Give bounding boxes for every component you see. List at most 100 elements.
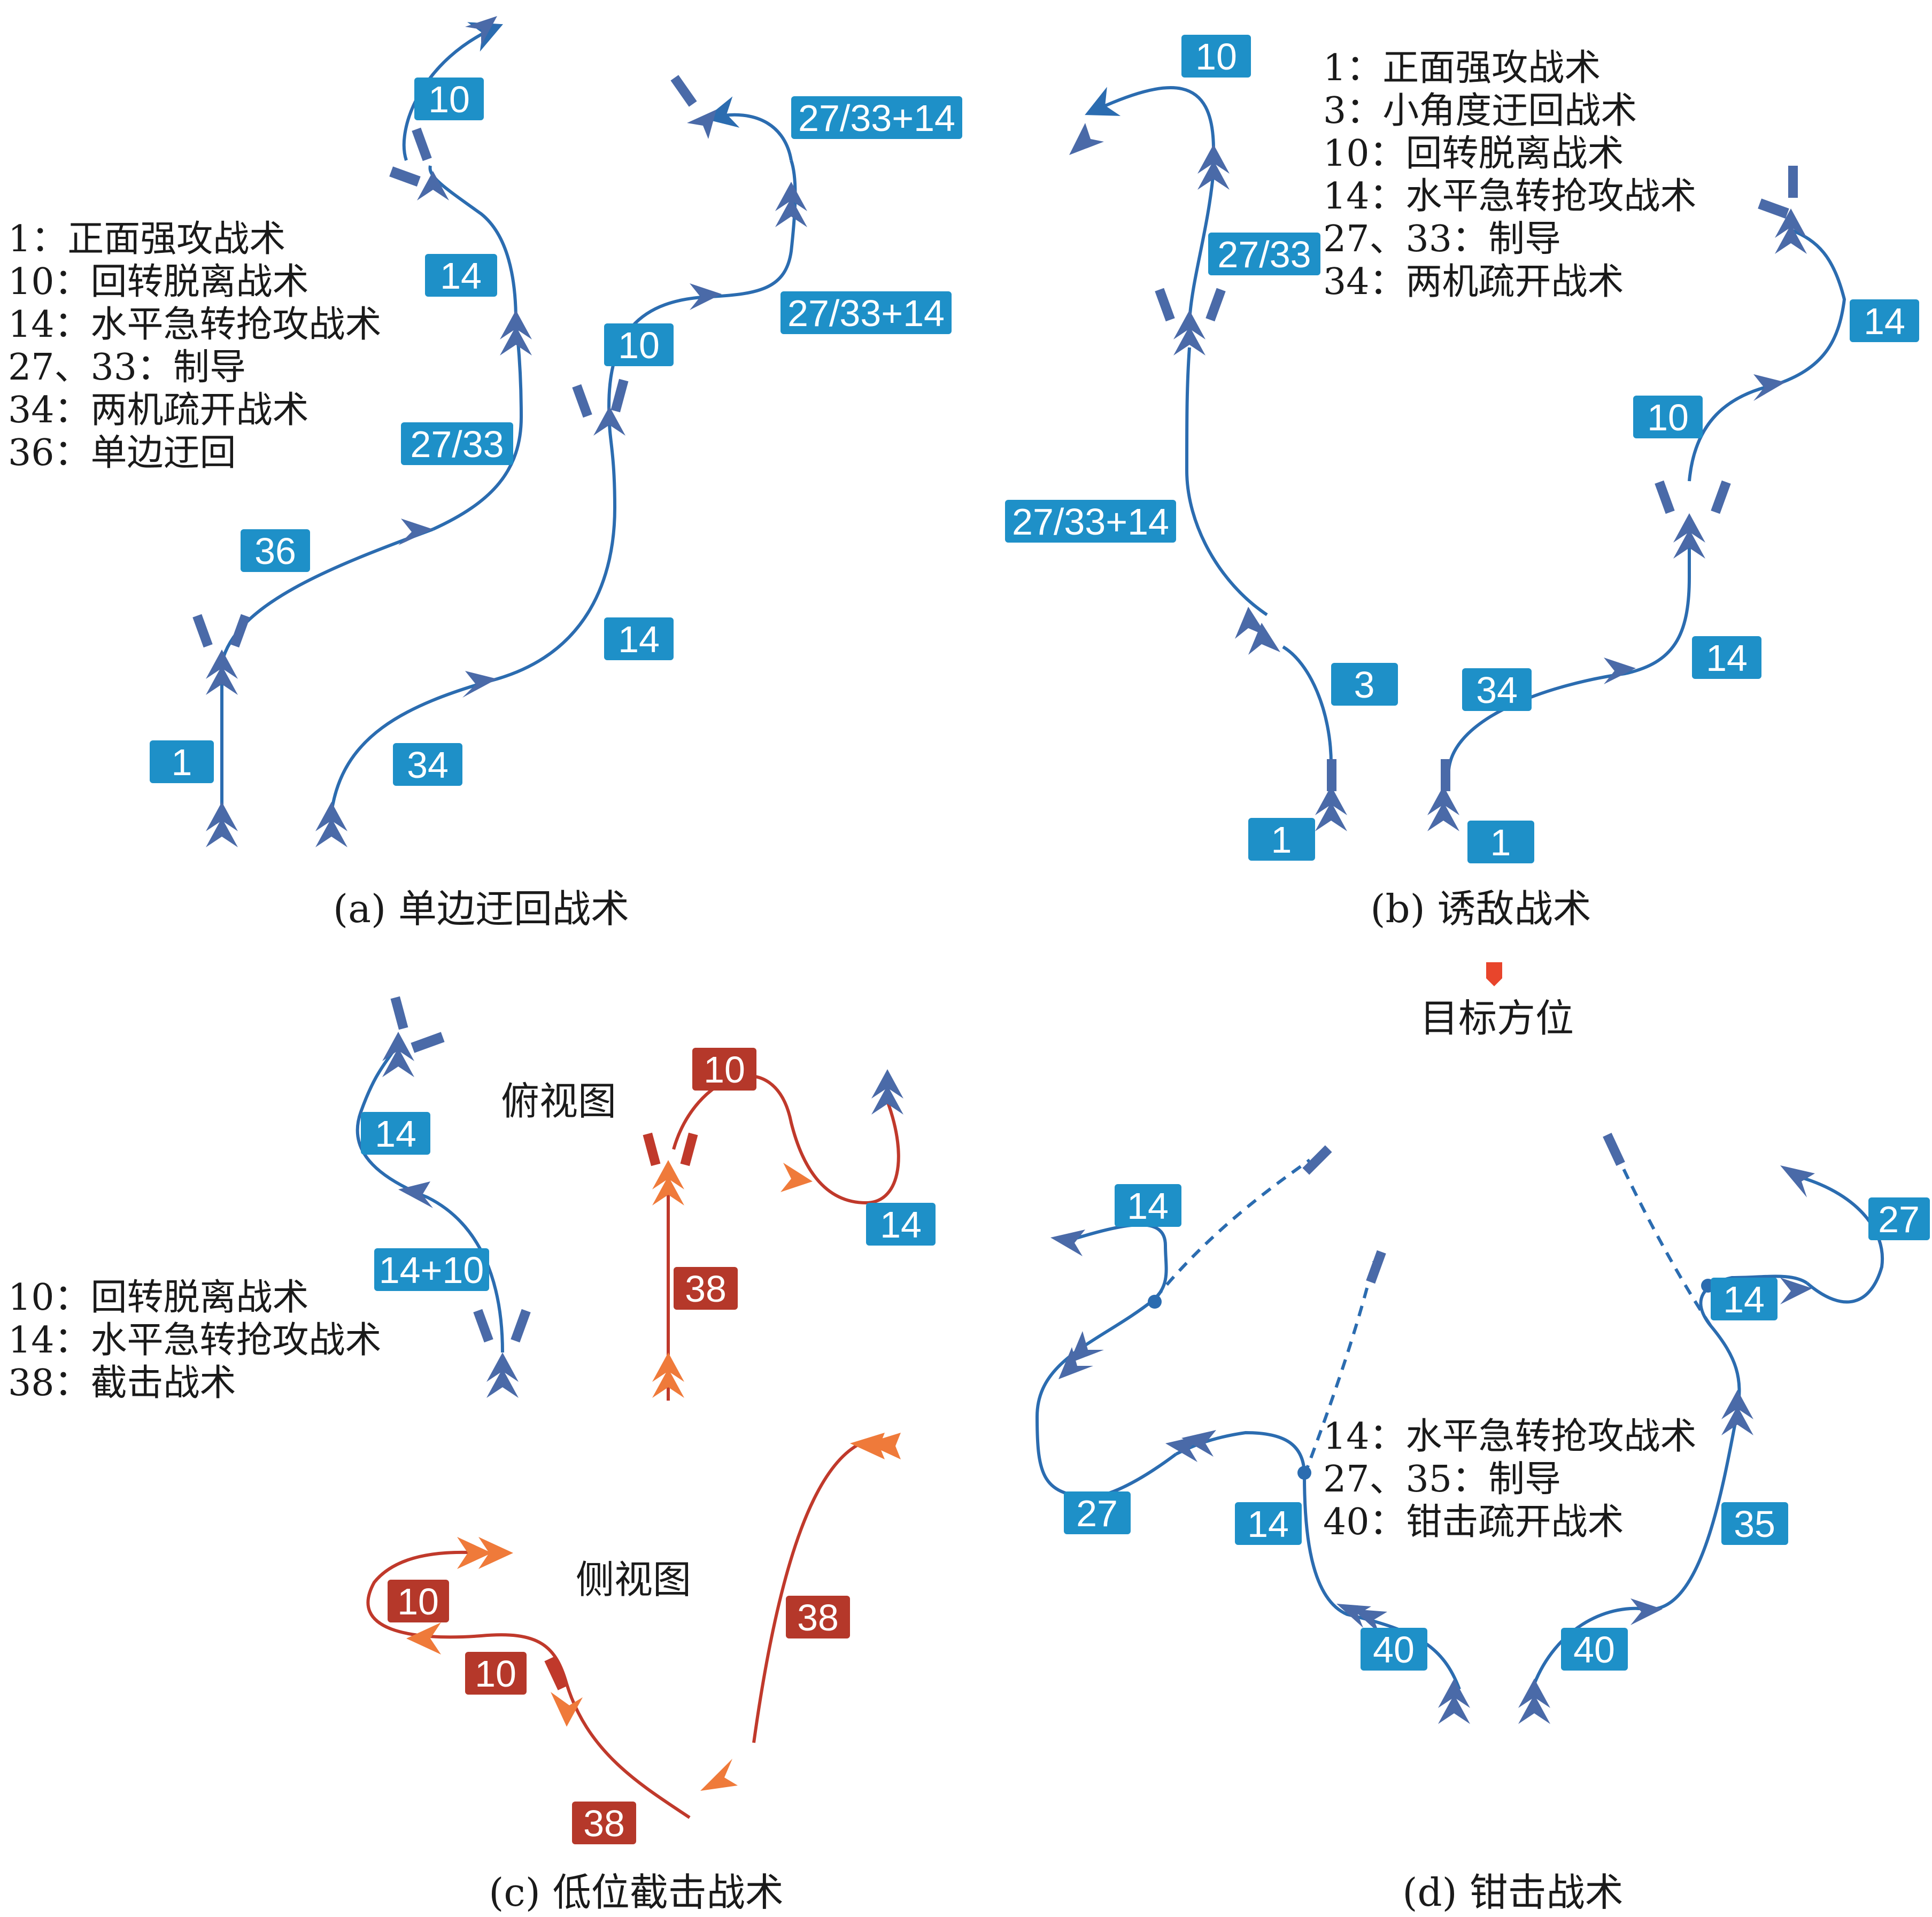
aircraft-arrow-icon: [1775, 208, 1807, 254]
badge: 27/33+14: [780, 291, 952, 334]
panel-c-legend: 10：回转脱离战术 14：水平急转抢攻战术 38：截击战术: [8, 1277, 382, 1404]
badge: 10: [1633, 396, 1703, 438]
aircraft-arrow-icon: [551, 1692, 583, 1727]
svg-text:38: 38: [797, 1597, 839, 1638]
panel-a-legend: 1：正面强攻战术 10：回转脱离战术 14：水平急转抢攻战术 27、33：制导 …: [8, 218, 382, 474]
badge: 14: [1692, 636, 1761, 679]
path-d-left-27-14: [1035, 1223, 1177, 1499]
badge: 38: [674, 1267, 738, 1310]
path-d-right-40-35-14: [1533, 1274, 1808, 1685]
panel-b: 10 27/33 27/33+14 3 1 1 34 14 10 14 1：正面…: [1005, 35, 1919, 931]
aircraft-arrow-icon: [1155, 288, 1175, 322]
path-b-10: [1085, 86, 1215, 150]
badge: 27: [1868, 1197, 1930, 1240]
aircraft-arrow-icon: [1758, 198, 1789, 219]
panel-c: 俯视图 侧视图: [8, 996, 936, 1915]
svg-text:10: 10: [1647, 397, 1689, 438]
path-b-27-33: [1188, 171, 1215, 321]
svg-text:36: 36: [254, 530, 296, 572]
svg-text:38: 38: [583, 1803, 625, 1844]
aircraft-arrow-icon: [1673, 513, 1705, 559]
svg-text:14: 14: [880, 1204, 922, 1246]
badge: 34: [393, 743, 462, 786]
svg-text:27: 27: [1076, 1493, 1118, 1534]
path-c-blue-top: [356, 1047, 504, 1353]
target-marker-icon: [1486, 962, 1502, 986]
aircraft-arrow-icon: [1058, 1331, 1104, 1379]
svg-text:10: 10: [618, 324, 660, 366]
aircraft-arrow-icon: [1711, 480, 1731, 514]
svg-text:40: 40: [1573, 1629, 1615, 1671]
legend-item: 14：水平急转抢攻战术: [8, 1319, 382, 1362]
path-a-27-33: [432, 320, 523, 531]
aircraft-arrow-icon: [1438, 1679, 1470, 1724]
aircraft-arrow-icon: [206, 802, 238, 847]
badge: 36: [241, 529, 310, 572]
panel-a-badges: 10 27/33+14 14 27/33+14 10 27/33 36 14 1…: [150, 78, 962, 786]
panel-b-legend: 1：正面强攻战术 3：小角度迂回战术 10：回转脱离战术 14：水平急转抢攻战术…: [1323, 47, 1697, 303]
panel-b-badges: 10 27/33 27/33+14 3 1 1 34 14 10 14: [1005, 35, 1919, 863]
aircraft-arrow-icon: [670, 75, 697, 107]
badge: 14: [1115, 1184, 1181, 1227]
legend-item: 34：两机疏开战术: [1323, 261, 1624, 303]
path-a-27-33-14-top: [705, 96, 793, 161]
top-view-label: 俯视图: [501, 1079, 616, 1124]
panel-d-aircraft: [1050, 1133, 1815, 1724]
aircraft-arrow-icon: [1173, 310, 1205, 355]
legend-item: 14：水平急转抢攻战术: [8, 304, 382, 346]
aircraft-arrow-icon: [1780, 1165, 1815, 1197]
path-a-34-14: [330, 422, 617, 813]
aircraft-arrow-icon: [1753, 374, 1786, 401]
badge: 10: [604, 323, 674, 366]
aircraft-arrow-icon: [680, 1132, 698, 1166]
badge: 27/33: [1208, 233, 1320, 275]
aircraft-arrow-icon: [389, 166, 421, 187]
badge: 40: [1561, 1628, 1628, 1671]
aircraft-arrow-icon: [382, 1032, 414, 1077]
legend-item: 27、33：制导: [8, 346, 246, 389]
badge: 40: [1361, 1628, 1427, 1671]
aircraft-arrow-icon: [871, 1069, 903, 1115]
svg-text:35: 35: [1734, 1503, 1775, 1545]
badge: 14: [361, 1112, 430, 1155]
path-d-right-27: [1796, 1174, 1884, 1304]
badge: 27: [1064, 1491, 1131, 1534]
legend-item: 14：水平急转抢攻战术: [1323, 1416, 1697, 1458]
legend-item: 27、35：制导: [1323, 1458, 1561, 1501]
panel-d-caption: (d) 钳击战术: [1402, 1870, 1623, 1915]
legend-item: 40：钳击疏开战术: [1323, 1501, 1624, 1543]
svg-text:27/33: 27/33: [410, 423, 504, 465]
svg-text:14: 14: [440, 255, 482, 297]
svg-text:27/33+14: 27/33+14: [798, 97, 955, 139]
badge: 14: [1235, 1502, 1302, 1545]
aircraft-arrow-icon: [1197, 144, 1230, 190]
svg-text:14: 14: [1127, 1185, 1169, 1227]
badge: 27/33: [401, 422, 513, 465]
aircraft-arrow-icon: [593, 406, 625, 436]
aircraft-arrow-icon: [1780, 1278, 1812, 1304]
panel-b-aircraft: [1069, 123, 1807, 831]
svg-text:14: 14: [618, 619, 660, 660]
aircraft-arrow-icon: [1205, 288, 1226, 322]
badge: 27/33+14: [791, 96, 962, 139]
svg-text:38: 38: [685, 1268, 727, 1310]
path-b-3: [1282, 645, 1333, 765]
legend-item: 10：回转脱离战术: [1323, 133, 1624, 175]
panel-c-badges: 14 14+10 14 10 38 38 10 10 38: [361, 1048, 936, 1844]
svg-text:14: 14: [1247, 1503, 1289, 1545]
panel-d-badges: 14 27 14 40 40 35 14 27: [1064, 1184, 1930, 1671]
aircraft-arrow-icon: [700, 1759, 738, 1791]
badge: 35: [1721, 1502, 1788, 1545]
svg-text:27/33+14: 27/33+14: [787, 292, 945, 334]
svg-text:40: 40: [1373, 1629, 1415, 1671]
svg-text:34: 34: [1476, 669, 1518, 711]
badge: 27/33+14: [1005, 500, 1176, 543]
aircraft-arrow-icon: [1165, 1430, 1216, 1462]
path-d-dashed-2: [1303, 1261, 1375, 1477]
aircraft-arrow-icon: [1630, 1598, 1663, 1625]
svg-text:1: 1: [172, 741, 192, 783]
badge: 10: [465, 1652, 527, 1695]
target-label: 目标方位: [1420, 996, 1574, 1041]
aircraft-arrow-icon: [1721, 1390, 1753, 1435]
legend-item: 10：回转脱离战术: [8, 1277, 309, 1319]
